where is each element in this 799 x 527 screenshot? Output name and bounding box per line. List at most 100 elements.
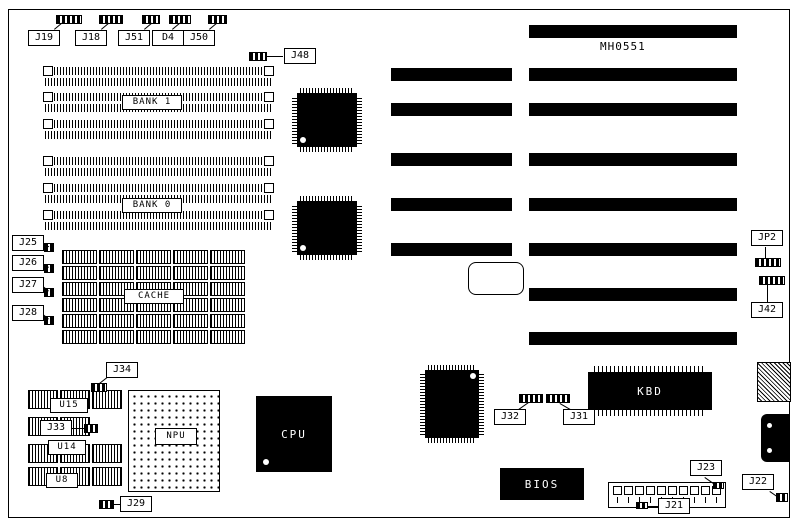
callout-j23: J23 — [690, 460, 722, 476]
u15-label: U15 — [50, 398, 88, 413]
chip-pins — [300, 196, 354, 201]
j18-header-icon — [99, 15, 123, 24]
dip-chip — [92, 467, 122, 486]
j26-header-icon — [44, 264, 54, 273]
kbd-label: KBD — [637, 384, 663, 398]
chip-pins — [357, 204, 362, 252]
expansion-slot — [391, 198, 512, 211]
switch-position — [635, 486, 644, 495]
cache-chip — [99, 330, 134, 344]
cache-chip — [62, 314, 97, 328]
callout-j33: J33 — [40, 420, 72, 436]
switch-pin — [650, 497, 651, 503]
switch-position — [646, 486, 655, 495]
chip-pins — [594, 410, 706, 416]
chip-pins — [594, 366, 706, 372]
j21-header-icon — [636, 502, 648, 509]
d4-led-icon — [169, 15, 191, 24]
dip-chip — [92, 390, 122, 409]
callout-j50: J50 — [183, 30, 215, 46]
callout-j32: J32 — [494, 409, 526, 425]
j48-header-icon — [249, 52, 267, 61]
qfp-chip — [292, 88, 362, 152]
j42-header-icon — [759, 276, 785, 285]
j19-header-icon — [56, 15, 82, 24]
cache-chip — [62, 266, 97, 280]
leader-line — [266, 56, 283, 57]
cache-chip — [210, 250, 245, 264]
expansion-slot — [391, 103, 512, 116]
callout-jp2: JP2 — [751, 230, 783, 246]
connector-hole — [767, 448, 772, 453]
switch-position — [613, 486, 622, 495]
cache-chip — [62, 298, 97, 312]
callout-j51: J51 — [118, 30, 150, 46]
j33-header-icon — [84, 424, 98, 433]
cache-chip — [210, 330, 245, 344]
j34-header-icon — [91, 383, 107, 392]
cache-chip — [173, 330, 208, 344]
cache-chip — [99, 250, 134, 264]
pin1-dot — [470, 373, 476, 379]
cpu-chip: CPU — [256, 396, 332, 472]
simm-socket — [43, 66, 274, 87]
callout-j25: J25 — [12, 235, 44, 251]
switch-position — [679, 486, 688, 495]
u14-label: U14 — [48, 440, 86, 455]
pin1-dot — [300, 137, 306, 143]
keyboard-connector — [761, 414, 789, 462]
model-number: MH0551 — [600, 40, 646, 53]
dip-switch-block — [608, 482, 726, 508]
leader-line — [767, 285, 768, 302]
expansion-slot — [529, 103, 737, 116]
switch-position — [668, 486, 677, 495]
callout-j29: J29 — [120, 496, 152, 512]
j32-header-icon — [519, 394, 543, 403]
cache-chip — [62, 250, 97, 264]
callout-j19: J19 — [28, 30, 60, 46]
qfp-chip — [292, 196, 362, 260]
chip-pins — [428, 438, 476, 443]
cache-label: CACHE — [124, 289, 184, 304]
cache-chip — [173, 266, 208, 280]
chip-body — [297, 93, 357, 147]
cache-chip — [62, 282, 97, 296]
chip-pins — [428, 365, 476, 370]
switch-position — [701, 486, 710, 495]
callout-j48: J48 — [284, 48, 316, 64]
callout-j26: J26 — [12, 255, 44, 271]
qfp-chip — [420, 365, 484, 443]
expansion-slot — [391, 153, 512, 166]
expansion-slot — [529, 332, 737, 345]
callout-j27: J27 — [12, 277, 44, 293]
dip-chip — [92, 444, 122, 463]
callout-j31: J31 — [563, 409, 595, 425]
expansion-slot — [529, 243, 737, 256]
chip-pins — [300, 255, 354, 260]
j51-header-icon — [142, 15, 160, 24]
expansion-slot — [529, 153, 737, 166]
chip-body: KBD — [588, 372, 712, 410]
callout-j28: J28 — [12, 305, 44, 321]
j22-header-icon — [776, 493, 788, 502]
simm-socket — [43, 156, 274, 177]
cache-chip — [136, 250, 171, 264]
cache-chip — [210, 298, 245, 312]
cache-chip — [136, 266, 171, 280]
j25-header-icon — [44, 243, 54, 252]
keyboard-controller-chip: KBD — [588, 366, 712, 416]
callout-d4: D4 — [152, 30, 184, 46]
expansion-slot — [391, 68, 512, 81]
cache-chip — [210, 314, 245, 328]
expansion-slot — [529, 68, 737, 81]
callout-j42: J42 — [751, 302, 783, 318]
oscillator-outline — [468, 262, 524, 295]
callout-j34: J34 — [106, 362, 138, 378]
board-outline — [8, 9, 790, 518]
u8-label: U8 — [46, 473, 78, 488]
chip-pins — [420, 373, 425, 435]
callout-j21: J21 — [658, 498, 690, 514]
chip-pins — [292, 204, 297, 252]
callout-j18: J18 — [75, 30, 107, 46]
simm-socket — [43, 119, 274, 140]
